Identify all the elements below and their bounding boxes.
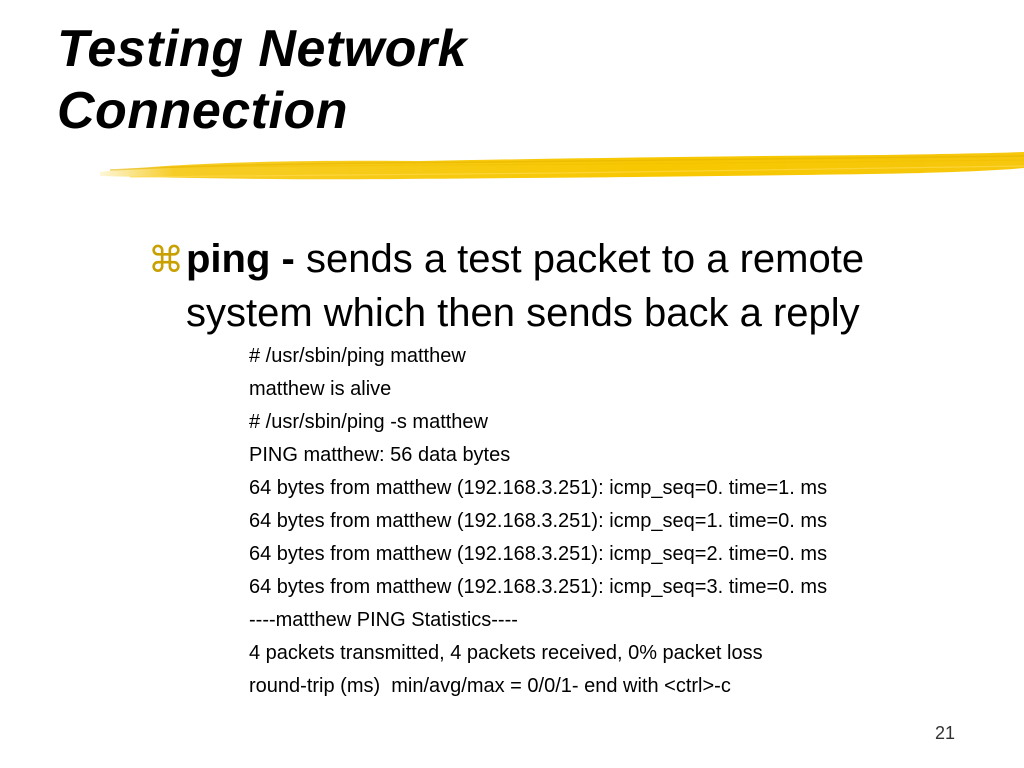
code-line: 64 bytes from matthew (192.168.3.251): i… (249, 477, 828, 499)
code-line: matthew is alive (249, 378, 392, 400)
command-key-bullet-icon: ⌘ (148, 240, 184, 281)
title-line-1: Testing Network (57, 20, 468, 78)
bullet-description-line-2: system which then sends back a reply (186, 291, 860, 335)
code-line: 64 bytes from matthew (192.168.3.251): i… (249, 510, 828, 532)
code-line: ----matthew PING Statistics---- (249, 609, 518, 631)
slide-title: Testing Network Connection (57, 18, 757, 142)
bullet-text: ping - sends a test packet to a remote s… (186, 232, 986, 340)
bullet-term: ping - (186, 237, 295, 281)
ping-output-listing: # /usr/sbin/ping matthew matthew is aliv… (249, 340, 1009, 703)
page-number: 21 (934, 723, 955, 743)
code-line: # /usr/sbin/ping matthew (249, 345, 466, 367)
bullet-description-line-1: sends a test packet to a remote (294, 237, 865, 281)
code-line: # /usr/sbin/ping -s matthew (249, 411, 488, 433)
code-line: PING matthew: 56 data bytes (249, 444, 511, 466)
code-line: round-trip (ms) min/avg/max = 0/0/1- end… (249, 675, 731, 697)
title-line-2: Connection (57, 82, 348, 140)
code-line: 4 packets transmitted, 4 packets receive… (249, 642, 763, 664)
code-line: 64 bytes from matthew (192.168.3.251): i… (249, 576, 828, 598)
code-line: 64 bytes from matthew (192.168.3.251): i… (249, 543, 828, 565)
title-underline-brush-stroke (100, 152, 1024, 180)
